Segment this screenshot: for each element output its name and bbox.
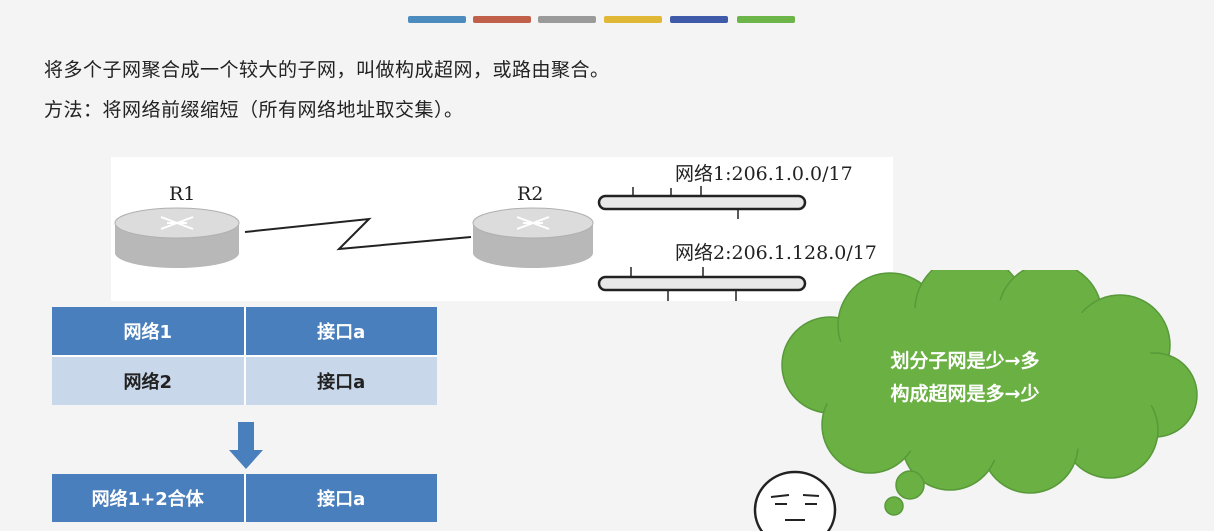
cloud-line2: 构成超网是多→少 — [890, 383, 1040, 405]
network-diagram: R1 R2 网络1:206.1.0.0/17 网络2:206.1.128.0/1… — [111, 157, 893, 301]
down-arrow-icon — [229, 422, 263, 469]
router1-label: R1 — [169, 183, 196, 205]
router2-label: R2 — [517, 183, 544, 205]
method-text: 方法：将网络前缀缩短（所有网络地址取交集）。 — [44, 99, 464, 121]
network-cell: 网络1+2合体 — [52, 474, 244, 522]
serial-link — [244, 217, 472, 251]
router2-icon — [472, 207, 594, 268]
interface-cell: 接口a — [243, 474, 437, 522]
cloud-line1: 划分子网是少→多 — [890, 350, 1040, 372]
meme-face-icon — [753, 470, 837, 531]
aggregated-table: 网络1+2合体 接口a — [52, 474, 437, 522]
network-cell: 网络2 — [52, 357, 244, 405]
network2-label: 网络2:206.1.128.0/17 — [675, 242, 877, 264]
network1-bus — [597, 186, 807, 219]
table-row: 网络2 接口a — [52, 355, 437, 405]
topology-svg — [114, 186, 807, 301]
network-cell: 网络1 — [52, 307, 244, 355]
router1-icon — [114, 207, 240, 268]
table-row: 网络1 接口a — [52, 307, 437, 355]
network1-label: 网络1:206.1.0.0/17 — [675, 163, 853, 185]
routing-table: 网络1 接口a 网络2 接口a — [52, 307, 437, 405]
cloud-text: 划分子网是少→多 构成超网是多→少 — [830, 345, 1100, 411]
table-row: 网络1+2合体 接口a — [52, 474, 437, 522]
thought-cloud — [781, 270, 1198, 516]
interface-cell: 接口a — [243, 357, 437, 405]
interface-cell: 接口a — [243, 307, 437, 355]
network2-bus — [597, 267, 807, 301]
intro-text: 将多个子网聚合成一个较大的子网，叫做构成超网，或路由聚合。 — [44, 59, 610, 81]
